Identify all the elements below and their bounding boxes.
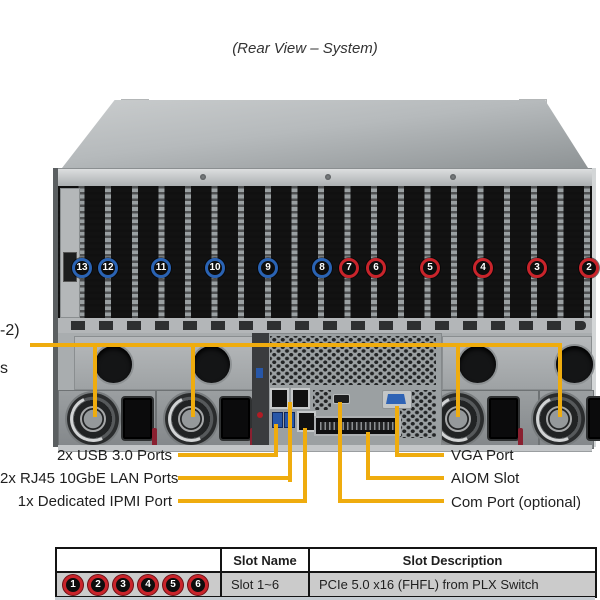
table-next-row-sliver xyxy=(55,597,595,600)
psu-latch xyxy=(518,428,523,448)
slot-badge-3: 3 xyxy=(113,574,133,595)
aiom-slot xyxy=(314,416,401,436)
psu-fan xyxy=(165,393,217,445)
slot-number-11: 11 xyxy=(151,258,171,278)
vent-rail xyxy=(58,318,592,334)
slot-number-12: 12 xyxy=(98,258,118,278)
header-slot-description: Slot Description xyxy=(308,547,597,573)
header-slot-name: Slot Name xyxy=(220,547,310,573)
com-label: Com Port (optional) xyxy=(451,494,582,511)
psu-callout-drop xyxy=(558,343,562,417)
uid-led xyxy=(257,412,263,418)
round-vent-hole xyxy=(459,346,496,383)
chassis-top-cover xyxy=(62,100,588,168)
slot-name-cell: Slot 1~6 xyxy=(220,571,310,598)
vent-rail-holes xyxy=(64,321,586,330)
lan-port-2 xyxy=(291,388,310,409)
power-inlet xyxy=(121,396,154,441)
psu-latch xyxy=(152,428,157,448)
vga-port xyxy=(382,390,412,409)
ipmi-callout-line xyxy=(303,428,307,503)
aiom-slot-pins xyxy=(320,422,395,430)
slot-number-4: 4 xyxy=(473,258,493,278)
header-badges xyxy=(55,547,222,573)
psu-label-fragment-top: -2) xyxy=(0,322,20,339)
power-inlet xyxy=(586,396,600,441)
pcie-slot-area xyxy=(58,186,592,319)
com-callout-line xyxy=(338,402,342,503)
screw-icon xyxy=(325,174,331,180)
vga-callout-line xyxy=(395,453,444,457)
slot-badge-5: 5 xyxy=(163,574,183,595)
round-vent-hole xyxy=(193,346,230,383)
round-vent-hole xyxy=(556,346,593,383)
slot-number-6: 6 xyxy=(366,258,386,278)
com-callout-line xyxy=(338,499,444,503)
aiom-label: AIOM Slot xyxy=(451,470,520,487)
psu-callout-drop xyxy=(191,343,195,417)
slot-badge-2: 2 xyxy=(88,574,108,595)
vga-callout-line xyxy=(395,406,399,457)
psu-callout-drop xyxy=(93,343,97,417)
slot-number-7: 7 xyxy=(339,258,359,278)
usb-callout-line xyxy=(274,424,278,457)
slot-badge-4: 4 xyxy=(138,574,158,595)
page-title: (Rear View – System) xyxy=(232,40,378,57)
slot-badge-1: 1 xyxy=(63,574,83,595)
slot-number-13: 13 xyxy=(72,258,92,278)
slot-number-5: 5 xyxy=(420,258,440,278)
usb-label: 2x USB 3.0 Ports xyxy=(56,447,172,464)
screw-icon xyxy=(200,174,206,180)
vga-label: VGA Port xyxy=(451,447,514,464)
slot-number-9: 9 xyxy=(258,258,278,278)
slot-number-8: 8 xyxy=(312,258,332,278)
screw-icon xyxy=(450,174,456,180)
usb-callout-line xyxy=(178,453,278,457)
lan-label: 2x RJ45 10GbE LAN Ports xyxy=(0,470,179,487)
chassis-right-edge xyxy=(589,168,596,447)
round-vent-hole xyxy=(95,346,132,383)
psu-callout-drop xyxy=(456,343,460,417)
power-inlet xyxy=(487,396,520,441)
side-port xyxy=(256,368,263,378)
lan-callout-line xyxy=(178,476,292,480)
chassis-bottom-edge xyxy=(58,445,592,452)
chassis-left-edge xyxy=(53,168,61,447)
ipmi-callout-line xyxy=(178,499,307,503)
slot-number-2: 2 xyxy=(579,258,599,278)
psu-callout-line xyxy=(30,343,562,347)
power-inlet xyxy=(219,396,252,441)
aiom-callout-line xyxy=(366,432,370,480)
slot-number-3: 3 xyxy=(527,258,547,278)
lan-port-1 xyxy=(270,388,289,409)
psu-label-fragment-bottom: s xyxy=(0,360,8,377)
io-side-column xyxy=(252,333,269,447)
slot-description-cell: PCIe 5.0 x16 (FHFL) from PLX Switch xyxy=(308,571,597,598)
vga-port-inner xyxy=(386,394,406,404)
table-header-row: Slot Name Slot Description xyxy=(55,547,597,573)
slot-number-10: 10 xyxy=(205,258,225,278)
honeycomb-vent xyxy=(313,390,331,410)
slot-badge-6: 6 xyxy=(188,574,208,595)
lan-callout-line xyxy=(288,402,292,482)
aiom-callout-line xyxy=(366,476,444,480)
ipmi-label: 1x Dedicated IPMI Port xyxy=(17,493,172,510)
